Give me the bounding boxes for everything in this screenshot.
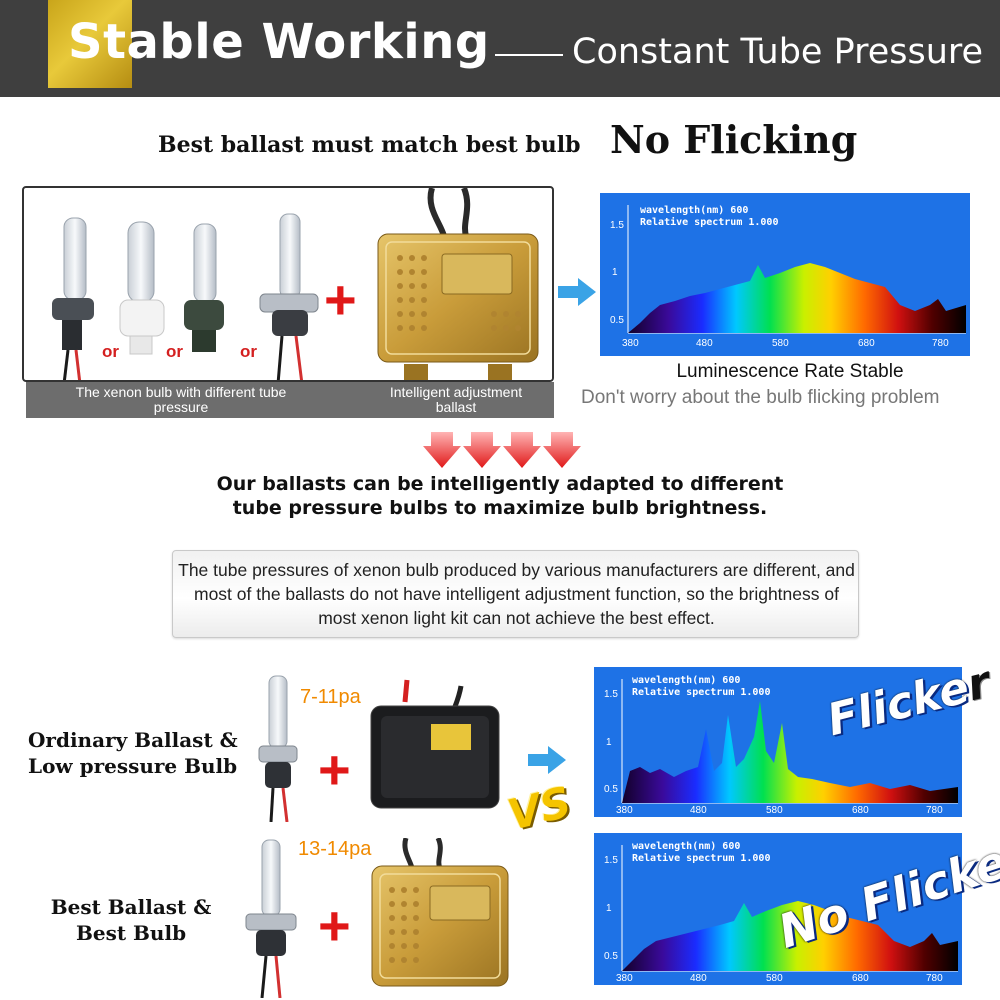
spectrum-line-2: Relative spectrum 1.000 bbox=[640, 217, 779, 228]
tagline: Best ballast must match best bulb bbox=[158, 132, 581, 158]
flicker-y-tick-0.5: 0.5 bbox=[604, 784, 618, 795]
noflicker-y-tick-1: 1 bbox=[606, 903, 612, 914]
note-text: The tube pressures of xenon bulb produce… bbox=[178, 560, 855, 628]
arrow-right-icon bbox=[558, 278, 596, 306]
no-flicking-title: No Flicking bbox=[610, 117, 858, 162]
x-tick-480: 480 bbox=[696, 338, 713, 349]
caption-ballast: Intelligent adjustment ballast bbox=[389, 384, 523, 415]
x-tick-780: 780 bbox=[932, 338, 949, 349]
spectrum-chart-noflicker: wavelength(nm) 600 Relative spectrum 1.0… bbox=[594, 833, 962, 985]
y-tick-1: 1 bbox=[612, 267, 618, 278]
or-label-2: or bbox=[166, 342, 183, 361]
noflicker-x-tick-480: 480 bbox=[690, 973, 707, 984]
x-tick-380: 380 bbox=[622, 338, 639, 349]
or-label-1: or bbox=[102, 342, 119, 361]
noflicker-spectrum-line-2: Relative spectrum 1.000 bbox=[632, 853, 771, 864]
spectrum-chart-flicker: wavelength(nm) 600 Relative spectrum 1.0… bbox=[594, 667, 962, 817]
y-tick-1.5: 1.5 bbox=[610, 220, 624, 231]
down-arrows-icon bbox=[423, 432, 581, 468]
spectrum-line-1: wavelength(nm) 600 bbox=[640, 205, 749, 216]
noflicker-x-tick-380: 380 bbox=[616, 973, 633, 984]
bulb-3-icon bbox=[184, 223, 224, 352]
header-divider-line bbox=[495, 54, 563, 56]
flicker-x-tick-480: 480 bbox=[690, 805, 707, 816]
ordinary-label-line-1: Ordinary Ballast & bbox=[28, 728, 238, 752]
caption-bulb: The xenon bulb with different tube press… bbox=[75, 384, 287, 415]
best-ballast-label: Best Ballast & Best Bulb bbox=[28, 894, 234, 946]
header-title: Stable Working bbox=[68, 14, 490, 70]
flicker-spectrum-line-2: Relative spectrum 1.000 bbox=[632, 687, 771, 698]
adapt-statement: Our ballasts can be intelligently adapte… bbox=[216, 473, 784, 519]
product-caption-bar: The xenon bulb with different tube press… bbox=[26, 382, 554, 418]
flicker-x-tick-680: 680 bbox=[852, 805, 869, 816]
or-label-3: or bbox=[240, 342, 257, 361]
pressure-low-label: 7-11pa bbox=[300, 686, 361, 708]
bulb-1-icon bbox=[52, 217, 94, 380]
x-tick-680: 680 bbox=[858, 338, 875, 349]
flicker-y-tick-1.5: 1.5 bbox=[604, 689, 618, 700]
note-box: The tube pressures of xenon bulb produce… bbox=[172, 550, 859, 638]
flicker-x-tick-780: 780 bbox=[926, 805, 943, 816]
pressure-high-label: 13-14pa bbox=[298, 838, 372, 860]
y-tick-0.5: 0.5 bbox=[610, 315, 624, 326]
bulb-4-icon bbox=[259, 213, 319, 380]
flicker-y-tick-1: 1 bbox=[606, 737, 612, 748]
noflicker-x-tick-580: 580 bbox=[766, 973, 783, 984]
spectrum-stable-graphic bbox=[627, 205, 966, 334]
header-gold-block bbox=[48, 0, 132, 88]
gold-ballast-icon bbox=[377, 188, 539, 380]
plus-icon-ordinary: + bbox=[318, 738, 351, 801]
plus-icon-best: + bbox=[318, 894, 351, 957]
x-tick-580: 580 bbox=[772, 338, 789, 349]
header-bar: Stable Working Constant Tube Pressure bbox=[0, 0, 1000, 97]
flicker-x-tick-380: 380 bbox=[616, 805, 633, 816]
noflicker-x-tick-780: 780 bbox=[926, 973, 943, 984]
plus-icon: + bbox=[324, 268, 357, 331]
ordinary-kit-illustration bbox=[258, 675, 500, 822]
noflicker-y-tick-1.5: 1.5 bbox=[604, 855, 618, 866]
product-panel: or or or + bbox=[22, 186, 554, 382]
noflicker-spectrum-line-1: wavelength(nm) 600 bbox=[632, 841, 741, 852]
luminescence-subtitle: Don't worry about the bulb flicking prob… bbox=[581, 387, 940, 408]
header-subtitle: Constant Tube Pressure bbox=[572, 32, 984, 72]
ordinary-label-line-2: Low pressure Bulb bbox=[28, 754, 238, 778]
luminescence-title: Luminescence Rate Stable bbox=[676, 361, 904, 382]
spectrum-chart-stable: wavelength(nm) 600 Relative spectrum 1.0… bbox=[600, 193, 970, 356]
flicker-x-tick-580: 580 bbox=[766, 805, 783, 816]
best-kit-illustration bbox=[245, 838, 509, 998]
best-label-line-2: Best Bulb bbox=[75, 921, 187, 945]
noflicker-x-tick-680: 680 bbox=[852, 973, 869, 984]
noflicker-y-tick-0.5: 0.5 bbox=[604, 951, 618, 962]
best-label-line-1: Best Ballast & bbox=[50, 895, 212, 919]
bulb-2-icon bbox=[119, 221, 165, 355]
ordinary-ballast-label: Ordinary Ballast & Low pressure Bulb bbox=[28, 727, 238, 779]
spectrum-flicker-graphic bbox=[621, 679, 958, 804]
arrow-right-icon-bottom bbox=[528, 746, 566, 774]
spectrum-noflicker-graphic bbox=[621, 845, 958, 972]
flicker-spectrum-line-1: wavelength(nm) 600 bbox=[632, 675, 741, 686]
bulbs-and-ballast-illustration bbox=[52, 188, 539, 380]
